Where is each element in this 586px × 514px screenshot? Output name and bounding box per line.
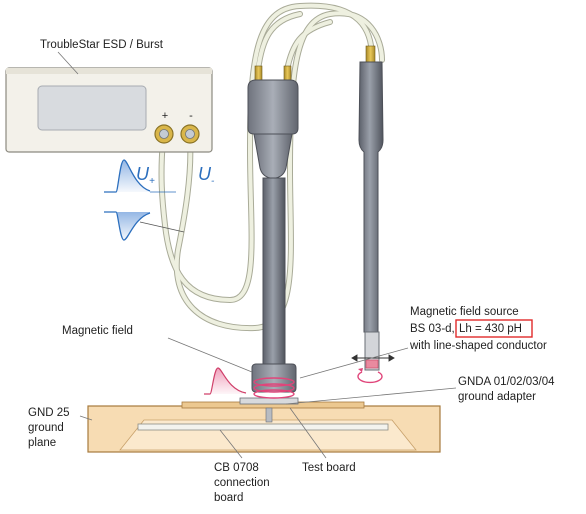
- inductance-label: Lh = 430 pH: [459, 323, 522, 335]
- connection-cables: [158, 2, 385, 332]
- plus-label: +: [162, 110, 168, 122]
- gnd-label-line1: GND 25: [28, 407, 70, 419]
- source-desc-label: with line-shaped conductor: [409, 340, 547, 352]
- rotation-arrow-icon: [357, 371, 383, 384]
- line-conductor-probe: [351, 45, 395, 384]
- minus-label: -: [189, 110, 193, 122]
- gnd-label-line2: ground: [28, 422, 64, 434]
- minus-terminal: [180, 124, 200, 144]
- negative-pulse-icon: [104, 211, 185, 241]
- ground-plane: [87, 405, 441, 453]
- cb-label-line3: board: [214, 492, 243, 504]
- positive-pulse-icon: [104, 159, 176, 193]
- device-display: [37, 85, 147, 131]
- troublestar-device: + -: [5, 67, 213, 153]
- cb-label-line1: CB 0708: [214, 462, 259, 474]
- field-pulse-icon: [204, 367, 247, 395]
- u-plus-label: U+: [136, 164, 155, 187]
- coil-icon: [253, 377, 295, 399]
- inductance-highlight-box: [455, 319, 533, 338]
- gnda-label-line2: ground adapter: [458, 391, 536, 403]
- gnd-label-line3: plane: [28, 437, 56, 449]
- test-board-label: Test board: [302, 462, 356, 474]
- plus-terminal: [154, 124, 174, 144]
- cb-label-line2: connection: [214, 477, 270, 489]
- magnetic-field-label: Magnetic field: [62, 325, 133, 337]
- source-model-label: BS 03-d,: [410, 323, 455, 335]
- device-label: TroubleStar ESD / Burst: [40, 39, 164, 51]
- device-leader-line: [57, 51, 79, 75]
- gnda-label-line1: GNDA 01/02/03/04: [458, 376, 555, 388]
- u-minus-label: U-: [198, 164, 215, 187]
- source-title-label: Magnetic field source: [410, 306, 519, 318]
